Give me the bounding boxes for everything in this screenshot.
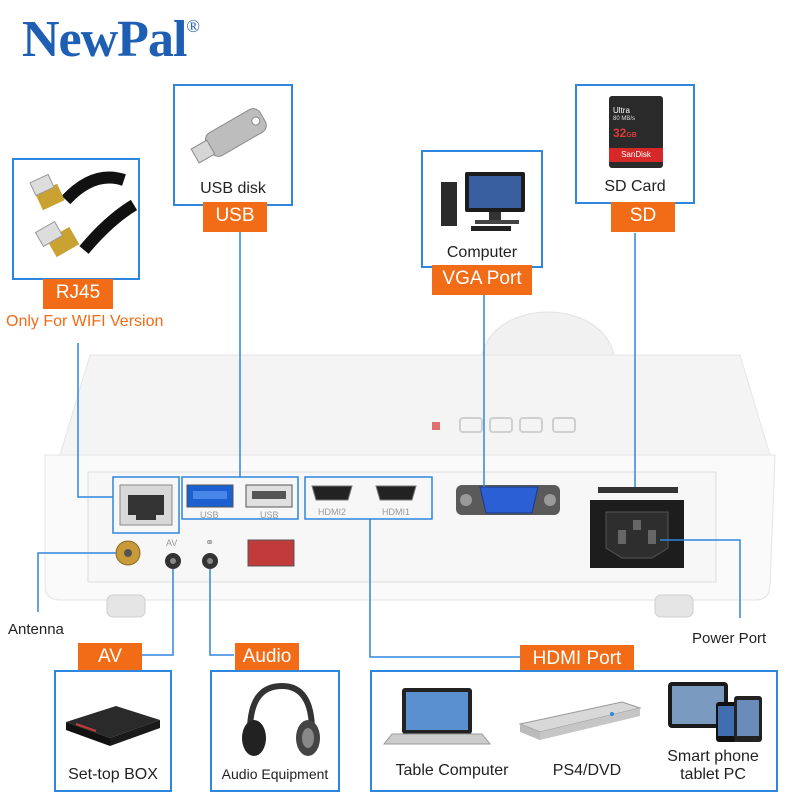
sd-card-line: Ultra: [613, 106, 630, 115]
jack-headphone-icon: ⚭: [205, 537, 215, 549]
sd-card-icon: Ultra 80 MB/s 32GB SanDisk: [609, 96, 663, 168]
av-frame: Set-top BOX: [54, 670, 172, 792]
antenna-label: Antenna: [8, 621, 64, 638]
usb-frame: USB disk: [173, 84, 293, 206]
vga-tag: VGA Port: [432, 265, 532, 295]
jack-label-av: AV: [166, 538, 178, 548]
vga-frame: Computer: [421, 150, 543, 268]
sd-card-brand: SanDisk: [609, 148, 663, 162]
sd-caption: SD Card: [604, 178, 666, 195]
sd-frame: Ultra 80 MB/s 32GB SanDisk SD Card: [575, 84, 695, 204]
desktop-computer-icon: [441, 172, 525, 231]
rj45-tag: RJ45: [43, 279, 113, 309]
brand-logo: NewPal®: [22, 10, 200, 69]
sd-card-speed: 80 MB/s: [613, 116, 636, 122]
registered-mark: ®: [186, 15, 200, 36]
usb-tag: USB: [203, 202, 267, 232]
hdmi-frame: Table Computer PS4/DVD Smart phone table…: [370, 670, 778, 792]
hdmi-device-laptop: Table Computer: [395, 762, 509, 779]
ethernet-cable-icon: [29, 171, 138, 258]
port-label-usb2: USB: [260, 510, 279, 520]
power-port-label: Power Port: [692, 630, 767, 647]
set-top-box-icon: [66, 706, 160, 746]
port-label-usb1: USB: [200, 510, 219, 520]
hdmi-device-mobile: Smart phone tablet PC: [667, 748, 759, 783]
audio-frame: Audio Equipment: [210, 670, 340, 792]
sd-card-capacity-unit: GB: [626, 132, 637, 139]
audio-tag: Audio: [235, 643, 299, 673]
sd-card-capacity-value: 32: [613, 126, 627, 140]
usb-caption: USB disk: [200, 180, 266, 197]
headphones-icon: [242, 682, 320, 756]
tablet-phone-icon: [668, 682, 762, 742]
hdmi-device-dvd: PS4/DVD: [552, 762, 622, 779]
sd-card-capacity: 32GB: [613, 126, 637, 140]
av-caption: Set-top BOX: [68, 766, 158, 783]
usb-stick-icon: [190, 108, 267, 164]
rj45-frame: [12, 158, 140, 280]
port-label-hdmi1: HDMI1: [382, 507, 411, 517]
hdmi-devices-icon: [382, 682, 762, 745]
brand-name: NewPal: [22, 11, 187, 68]
dvd-player-icon: [518, 701, 642, 740]
port-label-hdmi2: HDMI2: [318, 507, 347, 517]
av-tag: AV: [78, 643, 142, 673]
sd-tag: SD: [611, 202, 675, 232]
vga-caption: Computer: [446, 244, 518, 261]
audio-caption: Audio Equipment: [221, 766, 329, 782]
laptop-icon: [382, 688, 492, 745]
rj45-note: Only For WIFI Version: [6, 313, 164, 330]
